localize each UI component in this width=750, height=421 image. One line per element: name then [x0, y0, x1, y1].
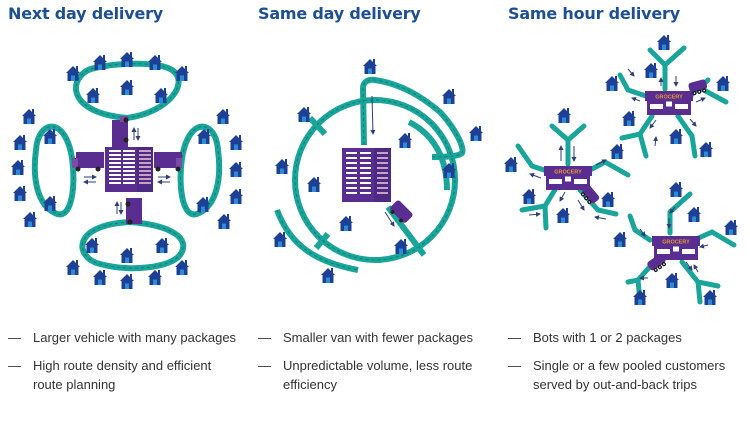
dash-icon: — [258, 330, 271, 345]
grocery-store-icon: GROCERY [652, 236, 700, 260]
grocery-label: GROCERY [655, 95, 683, 101]
bullet-text: Single or a few pooled customers served … [533, 358, 726, 392]
truck-icon-bottom [125, 198, 142, 225]
bullet-item: — Unpredictable volume, less route effici… [258, 356, 498, 394]
bullet-text: High route density and efficient route p… [33, 358, 212, 392]
bullet-item: — Larger vehicle with many packages [8, 328, 238, 347]
bullet-item: — Bots with 1 or 2 packages [508, 328, 748, 347]
route-inner-arc [407, 119, 450, 191]
dash-icon: — [258, 358, 271, 373]
bullets-next-day: — Larger vehicle with many packages — High… [8, 328, 238, 403]
same-hour-diagram: GROCERY GROCERY GROCERY [504, 35, 738, 305]
arrow-icons [528, 68, 709, 281]
route-spur-2 [313, 232, 331, 250]
same-day-diagram [273, 59, 483, 283]
dash-icon: — [8, 358, 21, 373]
truck-icon-top [112, 116, 129, 147]
bullet-item: — Smaller van with fewer packages [258, 328, 498, 347]
bullet-text: Bots with 1 or 2 packages [533, 330, 682, 345]
bullet-text: Smaller van with fewer packages [283, 330, 474, 345]
arrow-icons [83, 127, 171, 215]
van-icon [390, 200, 413, 223]
grocery-store-icon: GROCERY [645, 91, 693, 115]
dash-icon: — [8, 330, 21, 345]
bullet-text: Larger vehicle with many packages [33, 330, 237, 345]
title-next-day: Next day delivery [8, 4, 164, 23]
truck-icon-left [72, 152, 104, 172]
grocery-label: GROCERY [662, 240, 690, 246]
grocery-store-icon: GROCERY [544, 166, 592, 190]
route-spur-1 [307, 115, 328, 137]
warehouse-icon [342, 148, 391, 202]
bullets-same-day: — Smaller van with fewer packages — Unpred… [258, 328, 498, 403]
truck-icon-right [154, 152, 182, 172]
title-same-day: Same day delivery [258, 4, 421, 23]
title-same-hour: Same hour delivery [508, 4, 680, 23]
route-loop-bottom [79, 219, 187, 272]
grocery-label: GROCERY [554, 170, 582, 176]
dash-icon: — [508, 330, 521, 345]
bullet-text: Unpredictable volume, less route efficie… [283, 358, 473, 392]
arrow-icons [370, 95, 395, 227]
warehouse-icon [105, 147, 153, 192]
next-day-diagram [11, 52, 243, 289]
bullet-item: — High route density and efficient route … [8, 356, 238, 394]
bullet-item: — Single or a few pooled customers served… [508, 356, 748, 394]
dash-icon: — [508, 358, 521, 373]
bullets-same-hour: — Bots with 1 or 2 packages — Single or a … [508, 328, 748, 403]
